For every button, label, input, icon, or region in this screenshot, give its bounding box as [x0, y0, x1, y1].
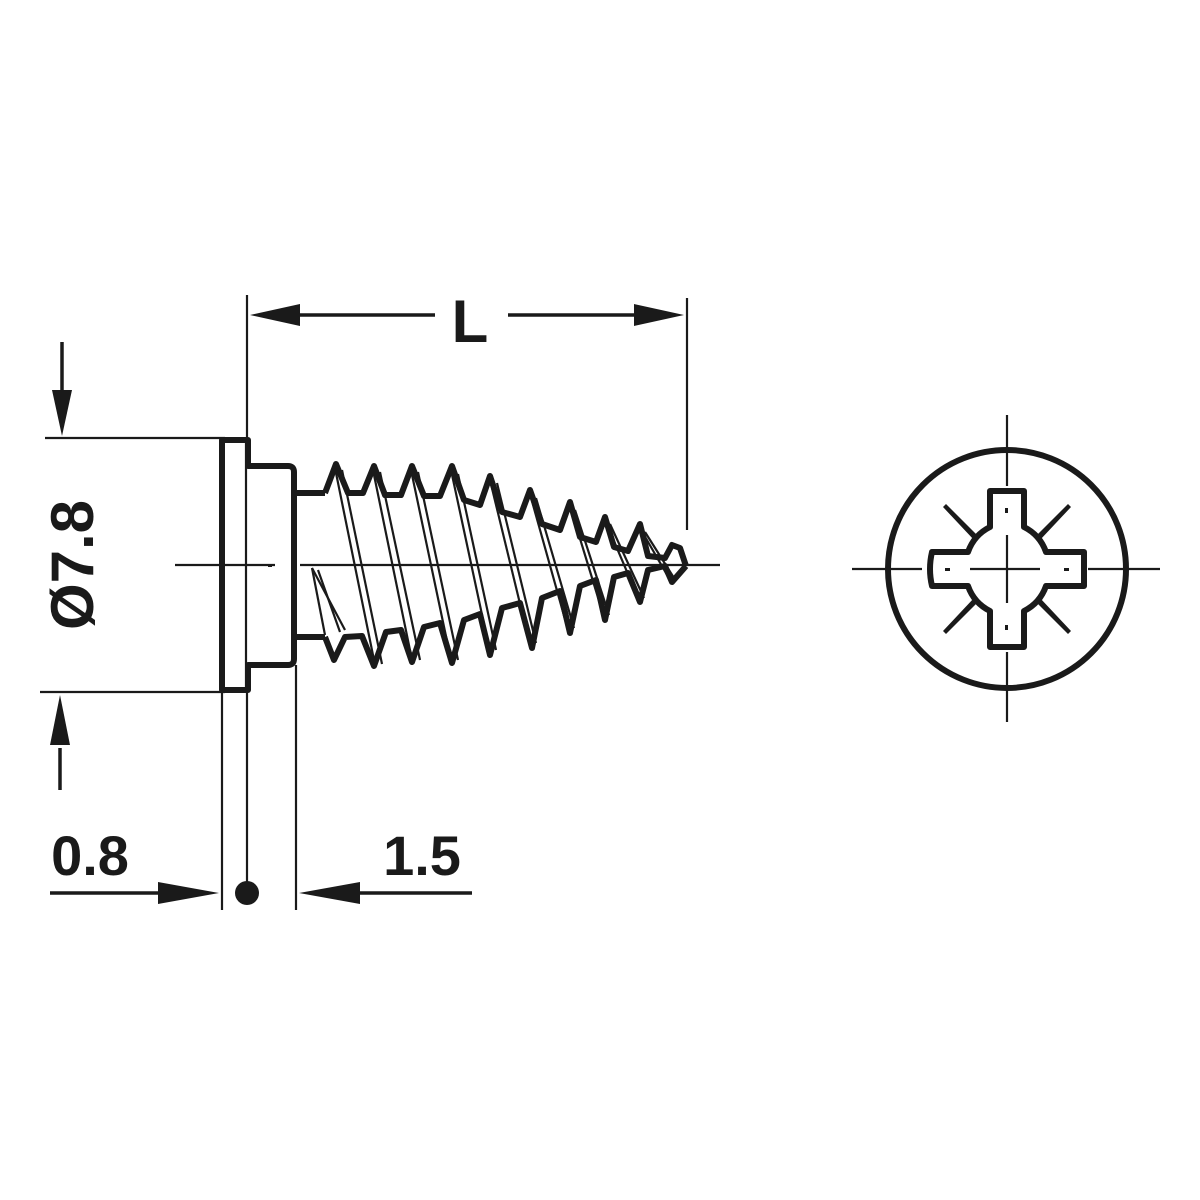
- collar-length-label: 1.5: [383, 824, 461, 887]
- arrow-left-icon: [299, 882, 360, 904]
- diameter-dimension: Ø7.8: [39, 342, 225, 790]
- head-thickness-dimension: 0.8: [50, 824, 259, 905]
- screw-head-top-view: [852, 415, 1160, 722]
- head-thickness-label: 0.8: [51, 824, 129, 887]
- diameter-label: Ø7.8: [39, 500, 106, 630]
- arrow-left-icon: [250, 304, 300, 326]
- arrow-right-icon: [158, 882, 219, 904]
- pozidriv-cross-icon: [927, 488, 1087, 650]
- arrow-right-icon: [634, 304, 684, 326]
- arrow-up-icon: [50, 695, 70, 745]
- screw-side-view: [175, 437, 720, 910]
- origin-dot-icon: [235, 881, 259, 905]
- collar-length-dimension: 1.5: [299, 824, 472, 904]
- arrow-down-icon: [52, 390, 72, 436]
- length-dimension: L: [245, 288, 689, 530]
- length-label: L: [452, 288, 489, 355]
